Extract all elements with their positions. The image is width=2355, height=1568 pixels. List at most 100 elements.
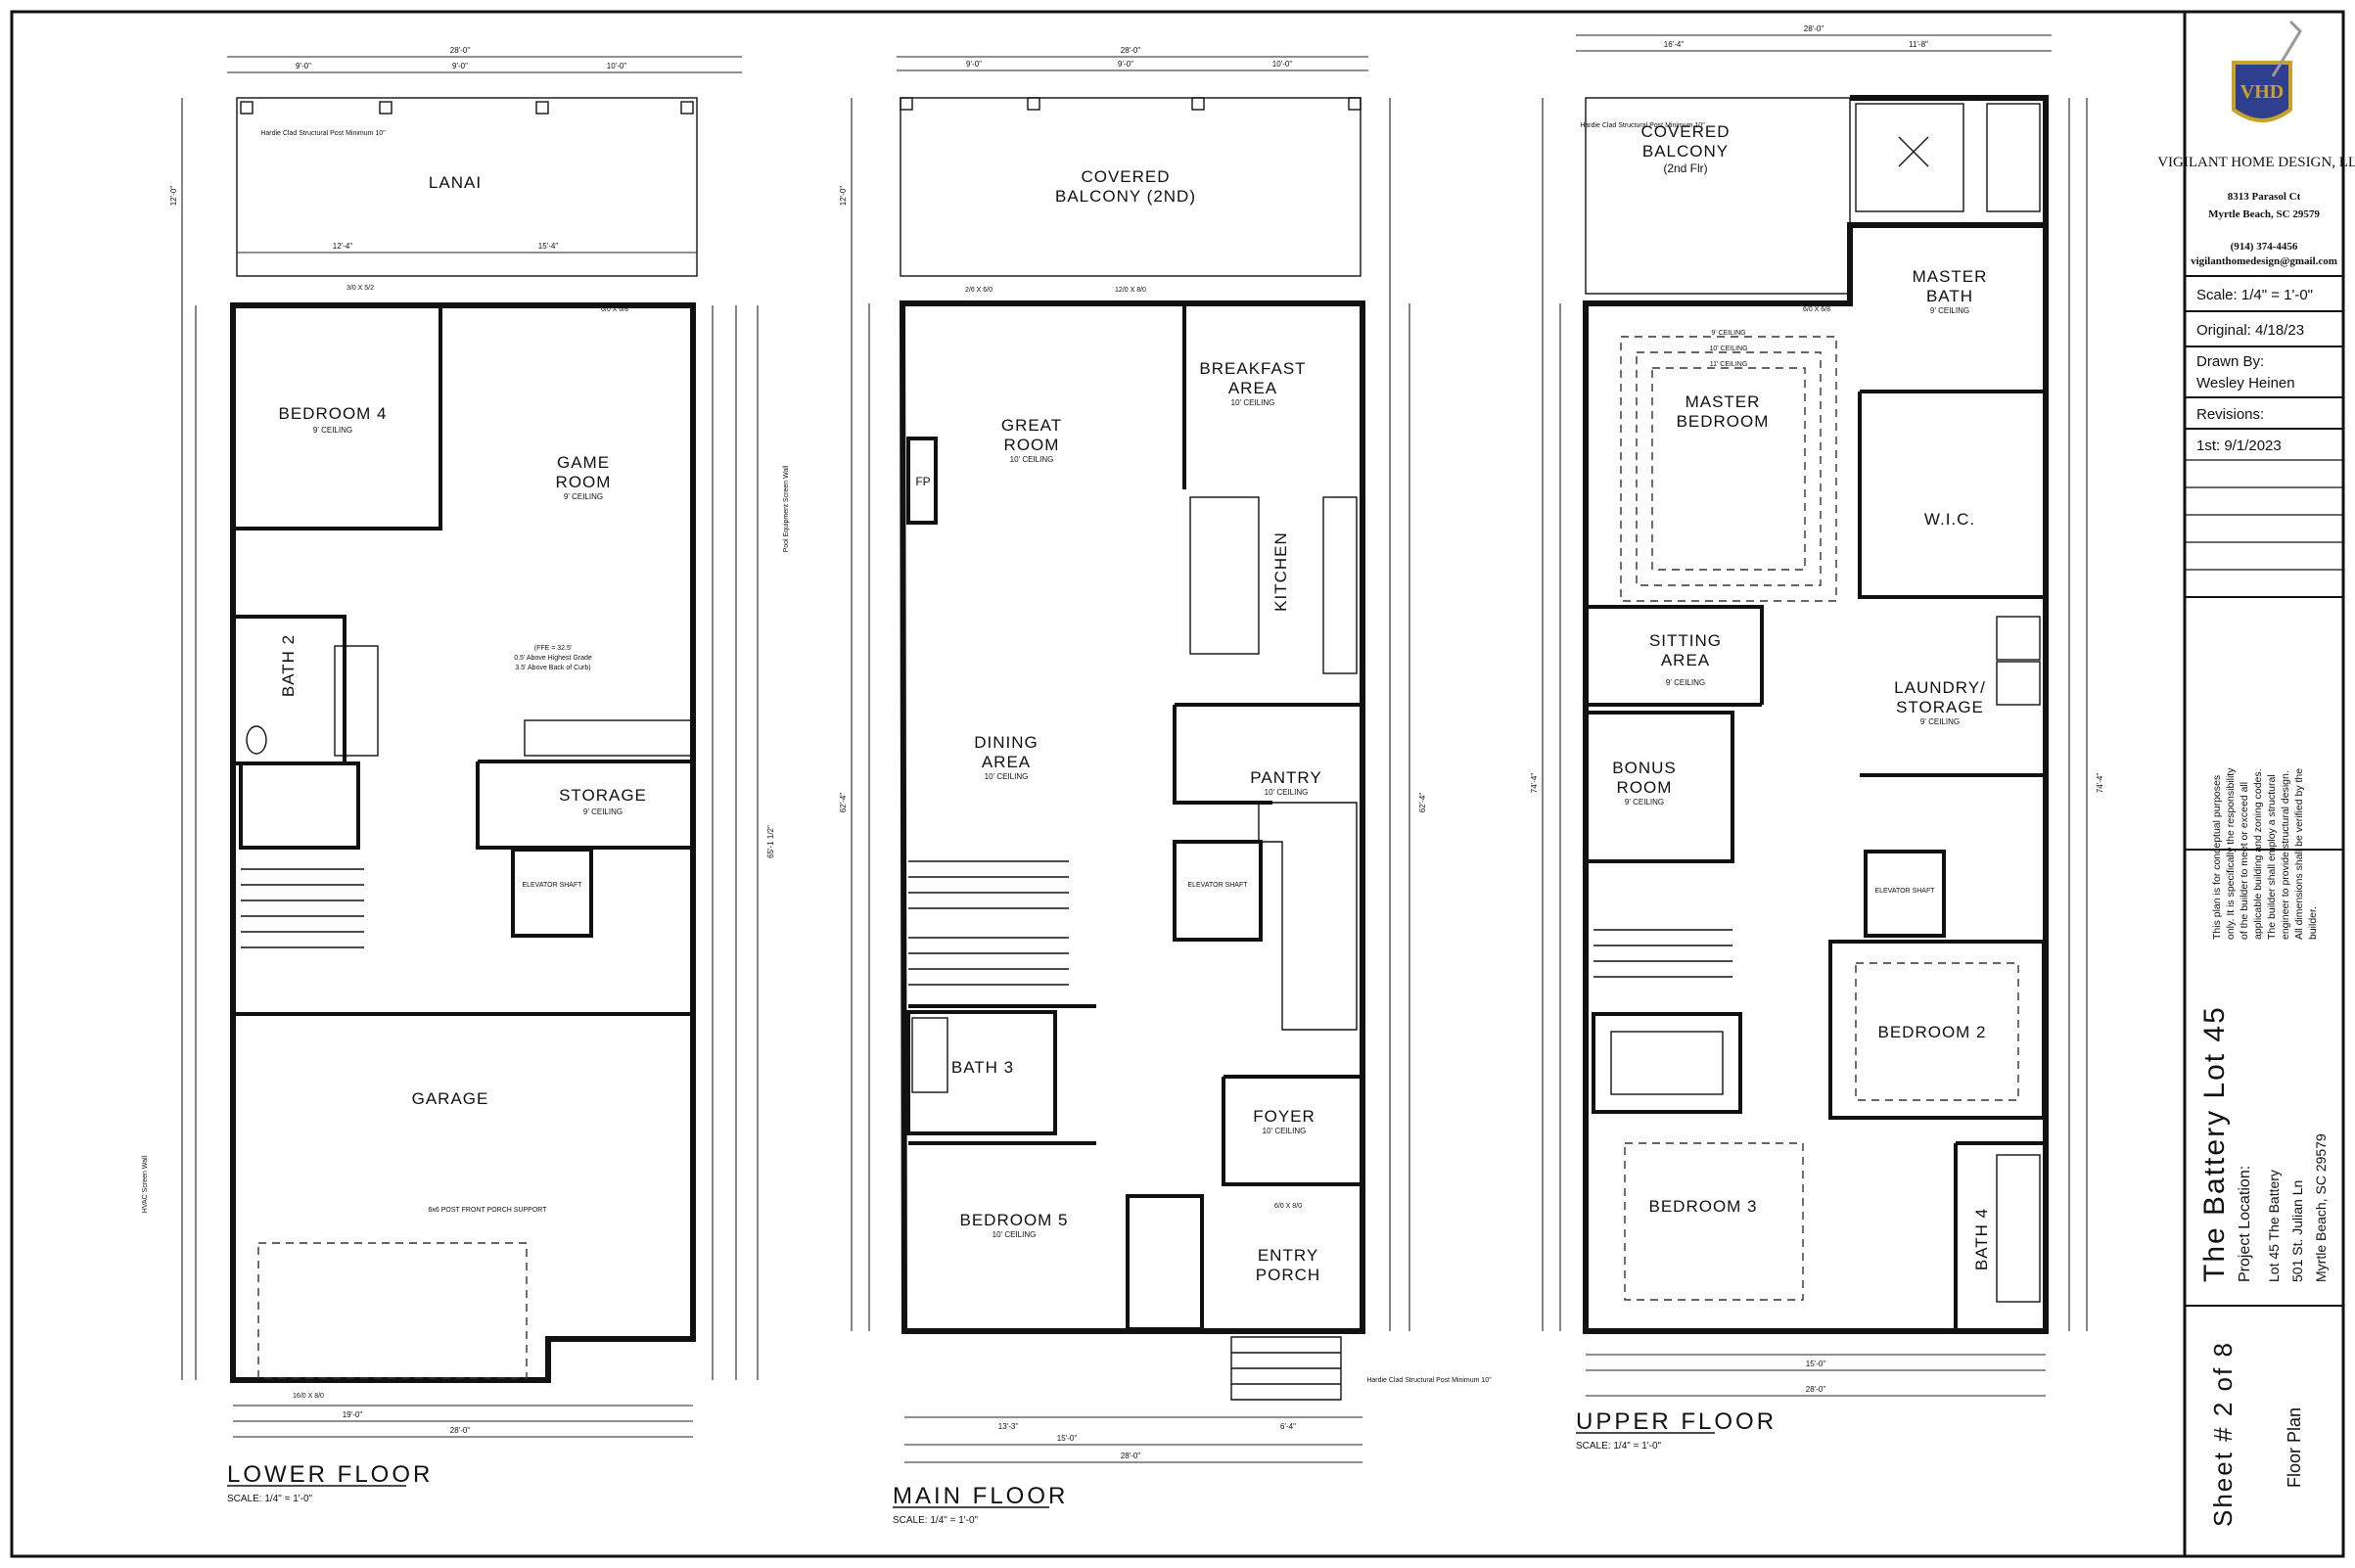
svg-text:62'-4": 62'-4" bbox=[839, 793, 848, 813]
svg-text:The Battery Lot 45: The Battery Lot 45 bbox=[2198, 1005, 2231, 1282]
svg-text:Wesley Heinen: Wesley Heinen bbox=[2196, 375, 2295, 392]
svg-text:Myrtle Beach, SC 29579: Myrtle Beach, SC 29579 bbox=[2313, 1133, 2329, 1282]
svg-text:BEDROOM 3: BEDROOM 3 bbox=[1648, 1197, 1757, 1216]
svg-text:MASTER: MASTER bbox=[1685, 392, 1761, 411]
svg-text:COVERED: COVERED bbox=[1640, 122, 1730, 141]
svg-text:BEDROOM 5: BEDROOM 5 bbox=[959, 1211, 1068, 1229]
svg-text:9' CEILING: 9' CEILING bbox=[1625, 798, 1664, 807]
svg-text:6x6 POST FRONT PORCH SUPPORT: 6x6 POST FRONT PORCH SUPPORT bbox=[429, 1207, 548, 1214]
upper-floor-title: UPPER FLOOR bbox=[1576, 1408, 1777, 1435]
svg-text:AREA: AREA bbox=[1228, 379, 1277, 397]
sheet-border bbox=[10, 10, 2345, 1558]
main-floor-plan: 28'-0" 9'-0" 9'-0" 10'-0" COVERED BALCON… bbox=[839, 46, 1492, 1526]
svg-text:28'-0": 28'-0" bbox=[1121, 1452, 1141, 1460]
svg-text:9' CEILING: 9' CEILING bbox=[583, 807, 623, 816]
svg-text:(914) 374-4456: (914) 374-4456 bbox=[2231, 241, 2298, 253]
svg-text:applicable building and zoning: applicable building and zoning codes. bbox=[2252, 768, 2264, 940]
svg-text:BONUS: BONUS bbox=[1612, 759, 1676, 777]
svg-text:6'-4": 6'-4" bbox=[1280, 1422, 1296, 1431]
svg-text:10' CEILING: 10' CEILING bbox=[1263, 1127, 1307, 1135]
svg-text:BREAKFAST: BREAKFAST bbox=[1199, 359, 1306, 378]
svg-text:10' CEILING: 10' CEILING bbox=[985, 772, 1029, 781]
svg-text:BEDROOM 2: BEDROOM 2 bbox=[1877, 1023, 1986, 1041]
svg-text:W.I.C.: W.I.C. bbox=[1924, 510, 1975, 529]
svg-text:COVERED: COVERED bbox=[1081, 167, 1170, 186]
svg-text:BATH: BATH bbox=[1926, 287, 1973, 305]
svg-text:9'-0": 9'-0" bbox=[296, 62, 311, 70]
svg-text:12'-0": 12'-0" bbox=[169, 186, 178, 207]
svg-text:BEDROOM: BEDROOM bbox=[1677, 412, 1770, 431]
svg-text:SCALE: 1/4" = 1'-0": SCALE: 1/4" = 1'-0" bbox=[893, 1515, 979, 1526]
svg-text:ELEVATOR SHAFT: ELEVATOR SHAFT bbox=[1874, 888, 1935, 895]
svg-text:9' CEILING: 9' CEILING bbox=[1930, 306, 1969, 315]
svg-text:9' CEILING: 9' CEILING bbox=[1920, 717, 1960, 726]
svg-text:of the builder to meet or exce: of the builder to meet or exceed all bbox=[2239, 782, 2250, 940]
svg-text:Lot 45 The Battery: Lot 45 The Battery bbox=[2266, 1170, 2282, 1282]
svg-text:9' CEILING: 9' CEILING bbox=[564, 492, 603, 501]
svg-text:Floor Plan: Floor Plan bbox=[2285, 1407, 2304, 1488]
svg-text:KITCHEN: KITCHEN bbox=[1271, 531, 1290, 612]
svg-text:10' CEILING: 10' CEILING bbox=[993, 1230, 1037, 1239]
svg-text:VIGILANT HOME DESIGN, LLC.: VIGILANT HOME DESIGN, LLC. bbox=[2157, 155, 2355, 170]
svg-text:LAUNDRY/: LAUNDRY/ bbox=[1894, 678, 1986, 697]
svg-text:10' CEILING: 10' CEILING bbox=[1010, 455, 1054, 464]
svg-text:28'-0": 28'-0" bbox=[450, 1426, 471, 1435]
svg-text:65'-1 1/2": 65'-1 1/2" bbox=[766, 825, 775, 858]
svg-text:PANTRY: PANTRY bbox=[1250, 768, 1321, 787]
svg-text:3/0 X 5/2: 3/0 X 5/2 bbox=[346, 285, 374, 292]
svg-text:Drawn By:: Drawn By: bbox=[2196, 353, 2264, 370]
svg-text:Myrtle Beach, SC 29579: Myrtle Beach, SC 29579 bbox=[2208, 208, 2320, 220]
svg-text:GREAT: GREAT bbox=[1001, 416, 1062, 435]
svg-text:FP: FP bbox=[915, 475, 930, 488]
svg-text:MASTER: MASTER bbox=[1913, 267, 1988, 286]
svg-text:Project Location:: Project Location: bbox=[2237, 1166, 2253, 1282]
svg-text:9'-0": 9'-0" bbox=[1118, 60, 1133, 69]
svg-text:HVAC Screen Wall: HVAC Screen Wall bbox=[142, 1155, 149, 1213]
svg-text:10' CEILING: 10' CEILING bbox=[1231, 398, 1275, 407]
svg-text:ELEVATOR SHAFT: ELEVATOR SHAFT bbox=[1187, 882, 1248, 889]
svg-text:BATH 2: BATH 2 bbox=[279, 634, 298, 697]
svg-text:BALCONY: BALCONY bbox=[1642, 142, 1729, 161]
svg-text:15'-4": 15'-4" bbox=[538, 242, 559, 251]
svg-text:13'-3": 13'-3" bbox=[998, 1422, 1019, 1431]
svg-text:8313 Parasol Ct: 8313 Parasol Ct bbox=[2228, 191, 2301, 203]
svg-text:vigilanthomedesign@gmail.com: vigilanthomedesign@gmail.com bbox=[2191, 255, 2337, 267]
svg-text:2/6 X 6/0: 2/6 X 6/0 bbox=[965, 287, 993, 294]
svg-text:28'-0": 28'-0" bbox=[1121, 46, 1141, 55]
svg-text:Scale: 1/4" = 1'-0": Scale: 1/4" = 1'-0" bbox=[2196, 287, 2313, 303]
svg-text:Sheet # 2 of 8: Sheet # 2 of 8 bbox=[2208, 1341, 2238, 1527]
upper-floor-plan: 28'-0" 16'-4" 11'-8" Hardie Clad Structu… bbox=[1530, 24, 2104, 1452]
svg-text:BALCONY (2ND): BALCONY (2ND) bbox=[1055, 187, 1196, 206]
svg-text:19'-0": 19'-0" bbox=[343, 1410, 363, 1419]
svg-text:BATH 3: BATH 3 bbox=[951, 1058, 1014, 1077]
main-floor-title: MAIN FLOOR bbox=[893, 1483, 1068, 1509]
svg-text:Pool Equipment Screen Wall: Pool Equipment Screen Wall bbox=[783, 465, 790, 552]
svg-text:6/0 X 8/0: 6/0 X 8/0 bbox=[1274, 1203, 1302, 1210]
svg-text:0.5' Above Highest Grade: 0.5' Above Highest Grade bbox=[514, 655, 592, 662]
svg-text:11' CEILING: 11' CEILING bbox=[1710, 361, 1748, 368]
svg-text:9'-0": 9'-0" bbox=[966, 60, 982, 69]
svg-text:All dimensions shall be verifi: All dimensions shall be verified by the bbox=[2293, 768, 2305, 940]
svg-text:FOYER: FOYER bbox=[1253, 1107, 1316, 1126]
svg-text:6/0 X 6/8: 6/0 X 6/8 bbox=[1803, 306, 1830, 313]
svg-text:28'-0": 28'-0" bbox=[1806, 1385, 1826, 1394]
svg-text:ENTRY: ENTRY bbox=[1258, 1246, 1318, 1265]
svg-text:28'-0": 28'-0" bbox=[1804, 24, 1824, 33]
svg-text:(2nd Flr): (2nd Flr) bbox=[1663, 161, 1707, 175]
svg-text:PORCH: PORCH bbox=[1256, 1266, 1320, 1284]
svg-text:GAME: GAME bbox=[557, 453, 610, 472]
svg-text:10' CEILING: 10' CEILING bbox=[1709, 346, 1747, 352]
svg-text:STORAGE: STORAGE bbox=[559, 786, 647, 805]
lower-floor-plan: 28'-0" 9'-0" 9'-0" 10'-0" Hardie Clad St… bbox=[142, 46, 790, 1504]
svg-text:74'-4": 74'-4" bbox=[2096, 773, 2104, 794]
svg-text:10'-0": 10'-0" bbox=[607, 62, 627, 70]
svg-text:6/0 X 6/8: 6/0 X 6/8 bbox=[601, 306, 628, 313]
svg-text:12/0 X 8/0: 12/0 X 8/0 bbox=[1115, 287, 1146, 294]
svg-text:VHD: VHD bbox=[2240, 81, 2284, 103]
svg-text:12'-4": 12'-4" bbox=[333, 242, 353, 251]
svg-text:Original: 4/18/23: Original: 4/18/23 bbox=[2196, 322, 2304, 339]
svg-text:BEDROOM 4: BEDROOM 4 bbox=[278, 404, 387, 423]
svg-text:ELEVATOR SHAFT: ELEVATOR SHAFT bbox=[522, 882, 582, 889]
svg-text:builder.: builder. bbox=[2307, 906, 2319, 940]
